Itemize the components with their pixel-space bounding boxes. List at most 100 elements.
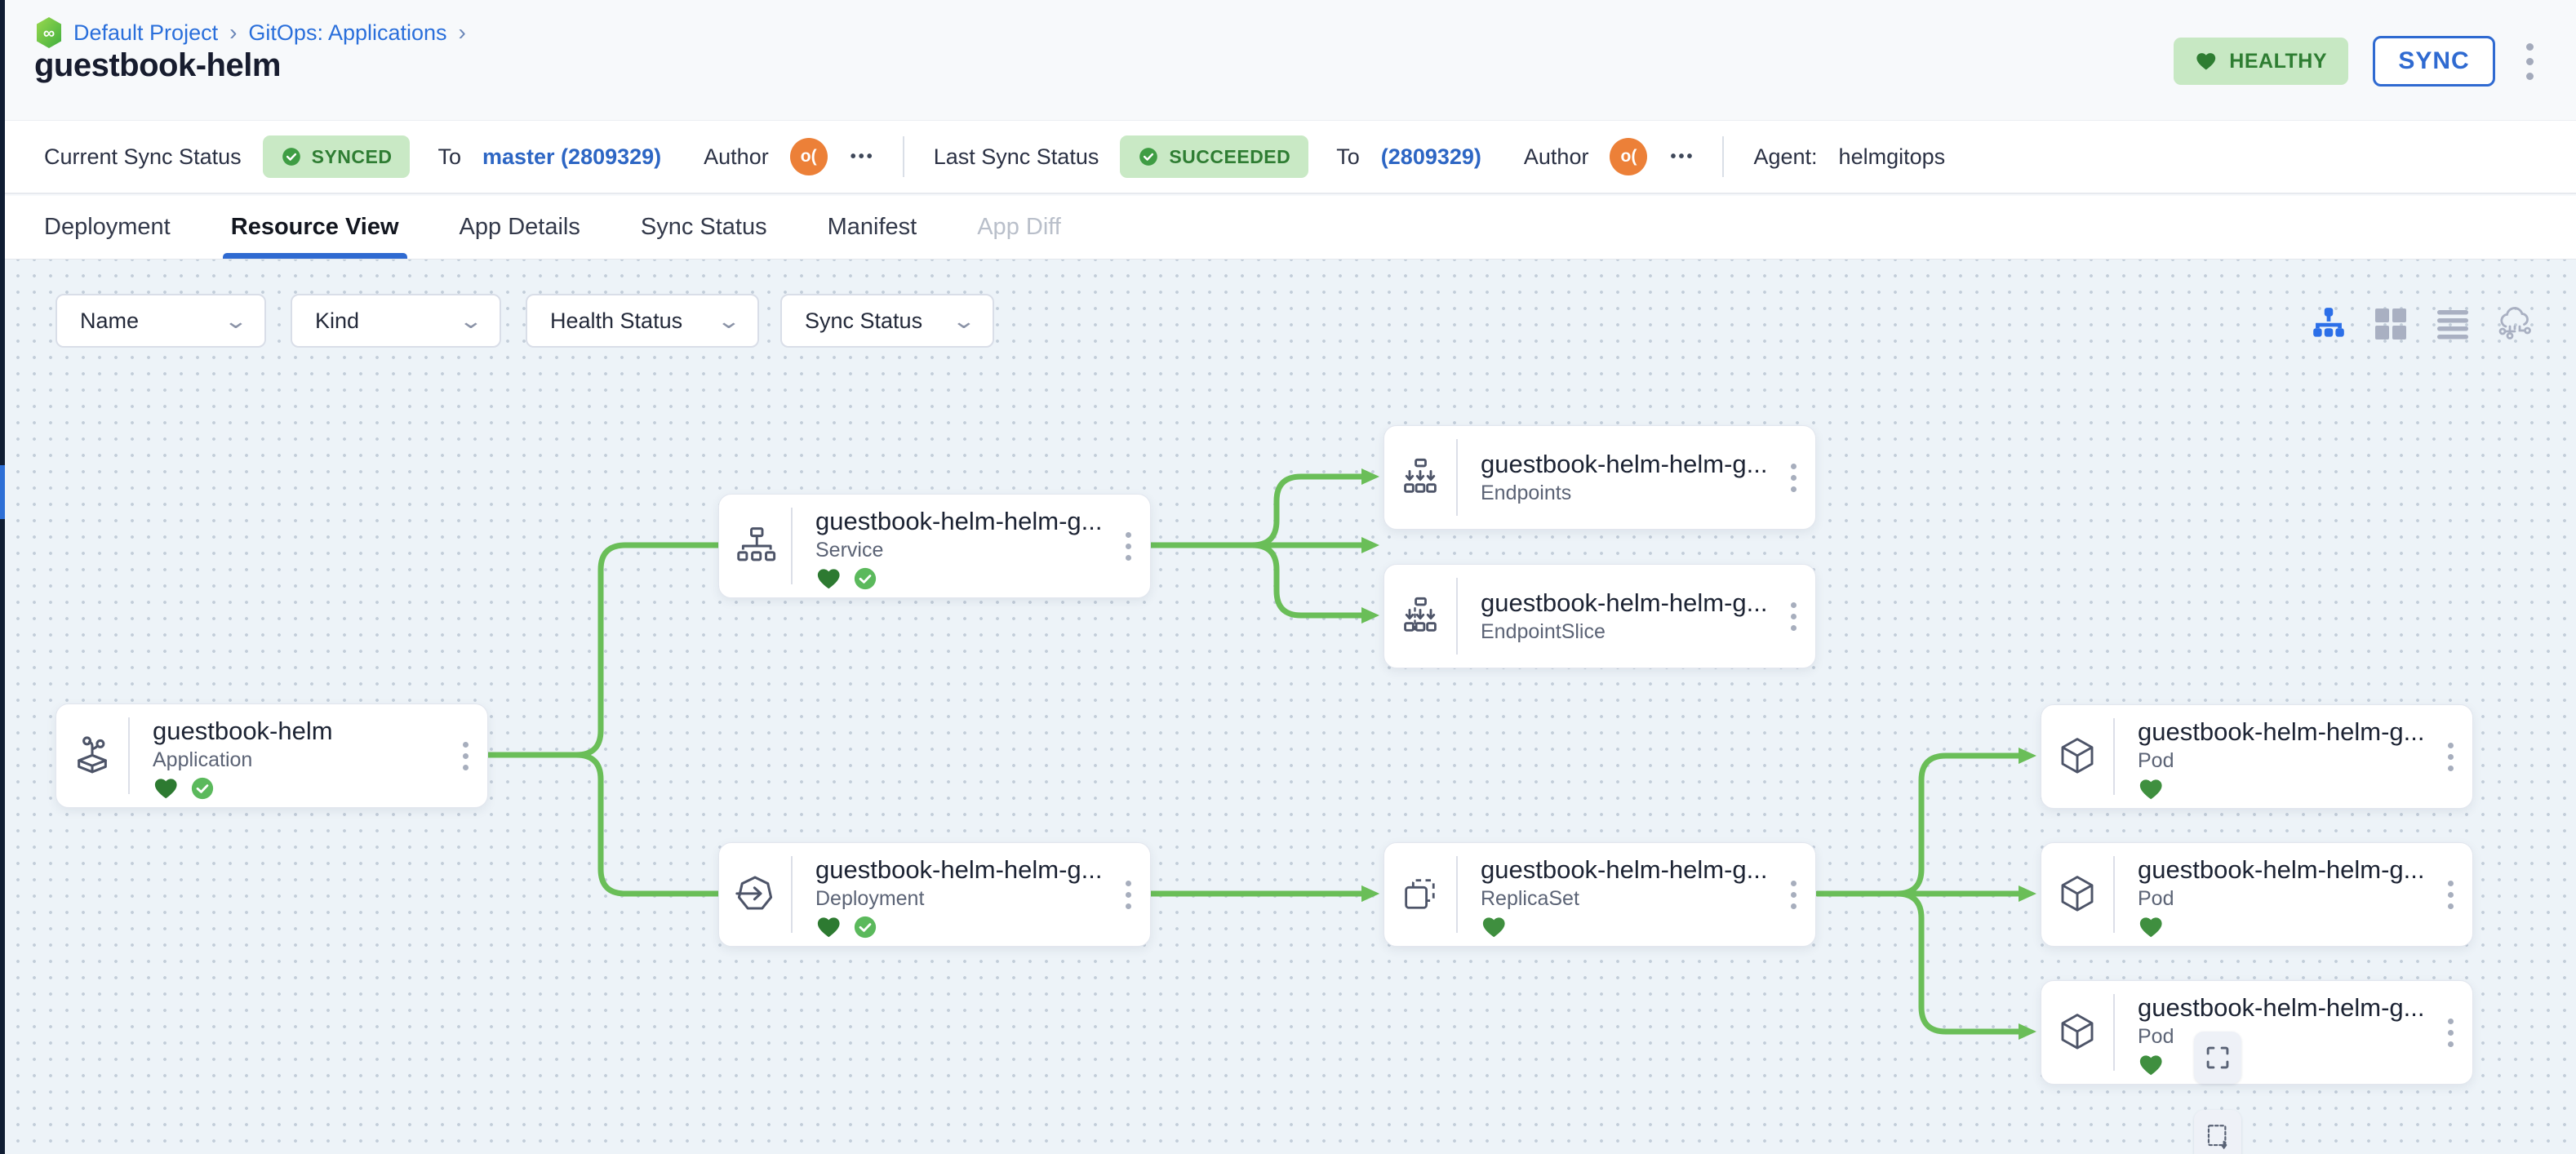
endpointslice-icon [1384,565,1456,668]
node-endpoints[interactable]: guestbook-helm-helm-g... Endpoints [1383,425,1816,530]
healthy-heart-icon [1482,917,1505,938]
breadcrumb-project-link[interactable]: Default Project [73,20,219,45]
node-pod[interactable]: guestbook-helm-helm-g... Pod [2041,842,2473,947]
synced-check-icon [191,777,214,800]
divider [1456,439,1458,516]
healthy-heart-icon [817,917,840,938]
author-label: Author [704,144,769,169]
node-kind: Pod [2138,749,2174,772]
current-sync-status-label: Current Sync Status [44,144,242,169]
pod-icon [2041,843,2113,946]
filter-name-dropdown[interactable]: Name⌄ [56,294,266,348]
node-pod[interactable]: guestbook-helm-helm-g... Pod [2041,704,2473,809]
node-menu-button[interactable] [1771,843,1815,946]
status-bar: Current Sync Status SYNCED To master (28… [5,121,2576,194]
chevron-down-icon: ⌄ [951,308,977,333]
tab-bar: Deployment Resource View App Details Syn… [5,196,2576,260]
node-replicaset[interactable]: guestbook-helm-helm-g... ReplicaSet [1383,842,1816,947]
collapsed-sidebar-rail[interactable] [0,0,5,1154]
last-revision-link[interactable]: (2809329) [1380,144,1481,169]
app-header: ∞ Default Project › GitOps: Applications… [5,0,2576,121]
node-kind: Service [815,539,884,561]
divider [1456,856,1458,933]
agent-label: Agent: [1753,144,1818,169]
tab-app-details[interactable]: App Details [459,214,580,240]
selection-tool-button[interactable] [2194,1110,2241,1154]
healthy-heart-icon [2139,779,2162,800]
edge-replicaset-pod3 [1814,890,2036,1040]
page-title: guestbook-helm [34,47,281,83]
current-revision-link[interactable]: master (2809329) [482,144,662,169]
filter-kind-dropdown[interactable]: Kind⌄ [291,294,501,348]
filter-health-status-dropdown[interactable]: Health Status⌄ [526,294,759,348]
fit-to-screen-button[interactable] [2194,1032,2241,1084]
node-menu-button[interactable] [1771,426,1815,529]
node-title: guestbook-helm [153,717,333,745]
chevron-down-icon: ⌄ [458,308,484,333]
divider [2113,718,2115,795]
node-menu-button[interactable] [1106,495,1150,597]
sync-button[interactable]: SYNC [2373,36,2495,87]
node-service[interactable]: guestbook-helm-helm-g... Service [718,494,1151,598]
list-view-icon[interactable] [2434,305,2472,343]
node-kind: Deployment [815,887,925,910]
replicaset-icon [1384,843,1456,946]
edge-service-endpoints [1149,468,1379,548]
breadcrumb-applications-link[interactable]: GitOps: Applications [248,20,447,45]
node-menu-button[interactable] [2428,981,2472,1084]
heart-icon [2196,53,2216,70]
breadcrumb-separator: › [458,20,466,45]
node-menu-button[interactable] [2428,843,2472,946]
author-avatar[interactable]: o( [1610,138,1648,175]
node-pod[interactable]: guestbook-helm-helm-g... Pod [2041,980,2473,1085]
divider [2113,856,2115,933]
deployment-icon [719,843,791,946]
tab-deployment[interactable]: Deployment [44,214,171,240]
node-menu-button[interactable] [2428,705,2472,808]
node-title: guestbook-helm-helm-g... [1481,588,1768,617]
to-label: To [1336,144,1360,169]
breadcrumb-separator: › [229,20,238,45]
node-menu-button[interactable] [443,704,487,807]
grid-view-icon[interactable] [2372,305,2409,343]
node-title: guestbook-helm-helm-g... [815,507,1103,535]
divider [2113,994,2115,1071]
health-status-badge: HEALTHY [2174,38,2348,85]
commit-more-button[interactable]: ••• [1670,147,1695,166]
marquee-select-icon [2207,1125,2227,1150]
cloud-view-icon[interactable] [2496,305,2534,343]
author-avatar[interactable]: o( [789,138,828,175]
check-circle-icon [282,148,300,166]
health-badge-label: HEALTHY [2229,49,2327,73]
edge-replicaset-pod1 [1814,748,2036,897]
tab-resource-view[interactable]: Resource View [222,196,407,259]
node-title: guestbook-helm-helm-g... [2138,993,2425,1022]
agent-value: helmgitops [1838,144,1946,169]
tab-manifest[interactable]: Manifest [827,214,917,240]
node-endpointslice[interactable]: guestbook-helm-helm-g... EndpointSlice [1383,564,1816,668]
node-deployment[interactable]: guestbook-helm-helm-g... Deployment [718,842,1151,947]
node-title: guestbook-helm-helm-g... [2138,855,2425,884]
node-kind: Pod [2138,887,2174,910]
edge-service-endpointslice [1149,542,1379,624]
node-kind: Application [153,748,253,771]
node-menu-button[interactable] [1771,565,1815,668]
healthy-heart-icon [817,569,840,589]
succeeded-badge: SUCCEEDED [1120,135,1309,178]
svg-text:∞: ∞ [43,24,55,42]
more-actions-button[interactable] [2520,38,2540,85]
node-kind: EndpointSlice [1481,620,1606,643]
node-menu-button[interactable] [1106,843,1150,946]
filter-sync-status-dropdown[interactable]: Sync Status⌄ [780,294,994,348]
tab-sync-status[interactable]: Sync Status [640,214,767,240]
tree-view-icon[interactable] [2310,305,2347,343]
node-kind: ReplicaSet [1481,887,1579,910]
node-application[interactable]: guestbook-helm Application [56,703,488,808]
graph-edges [485,468,2036,1040]
resource-graph-canvas[interactable]: Name⌄ Kind⌄ Health Status⌄ Sync Status⌄ [5,260,2576,1154]
author-label: Author [1523,144,1589,169]
commit-more-button[interactable]: ••• [850,147,875,166]
breadcrumb: ∞ Default Project › GitOps: Applications… [34,16,468,49]
node-title: guestbook-helm-helm-g... [2138,717,2425,746]
node-kind: Endpoints [1481,482,1572,504]
